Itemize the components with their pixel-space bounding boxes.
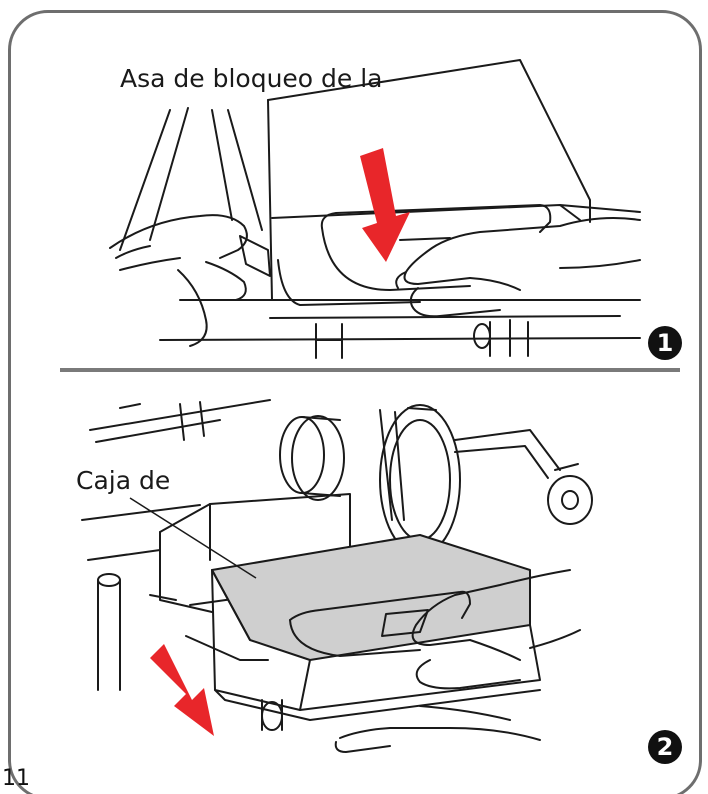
down-left-arrow-icon [150, 644, 214, 736]
box-label: Caja de [76, 466, 171, 495]
handle-label: Asa de bloqueo de la [120, 64, 383, 93]
step1-illustration [109, 59, 641, 359]
page-number: 11 [2, 766, 30, 791]
page-frame [8, 10, 702, 794]
step-1-badge: 1 [648, 326, 682, 360]
box-label-leader [129, 497, 257, 579]
down-arrow-icon [360, 148, 410, 262]
step2-illustration [81, 399, 593, 753]
step-divider [60, 368, 680, 372]
step-2-badge: 2 [648, 730, 682, 764]
